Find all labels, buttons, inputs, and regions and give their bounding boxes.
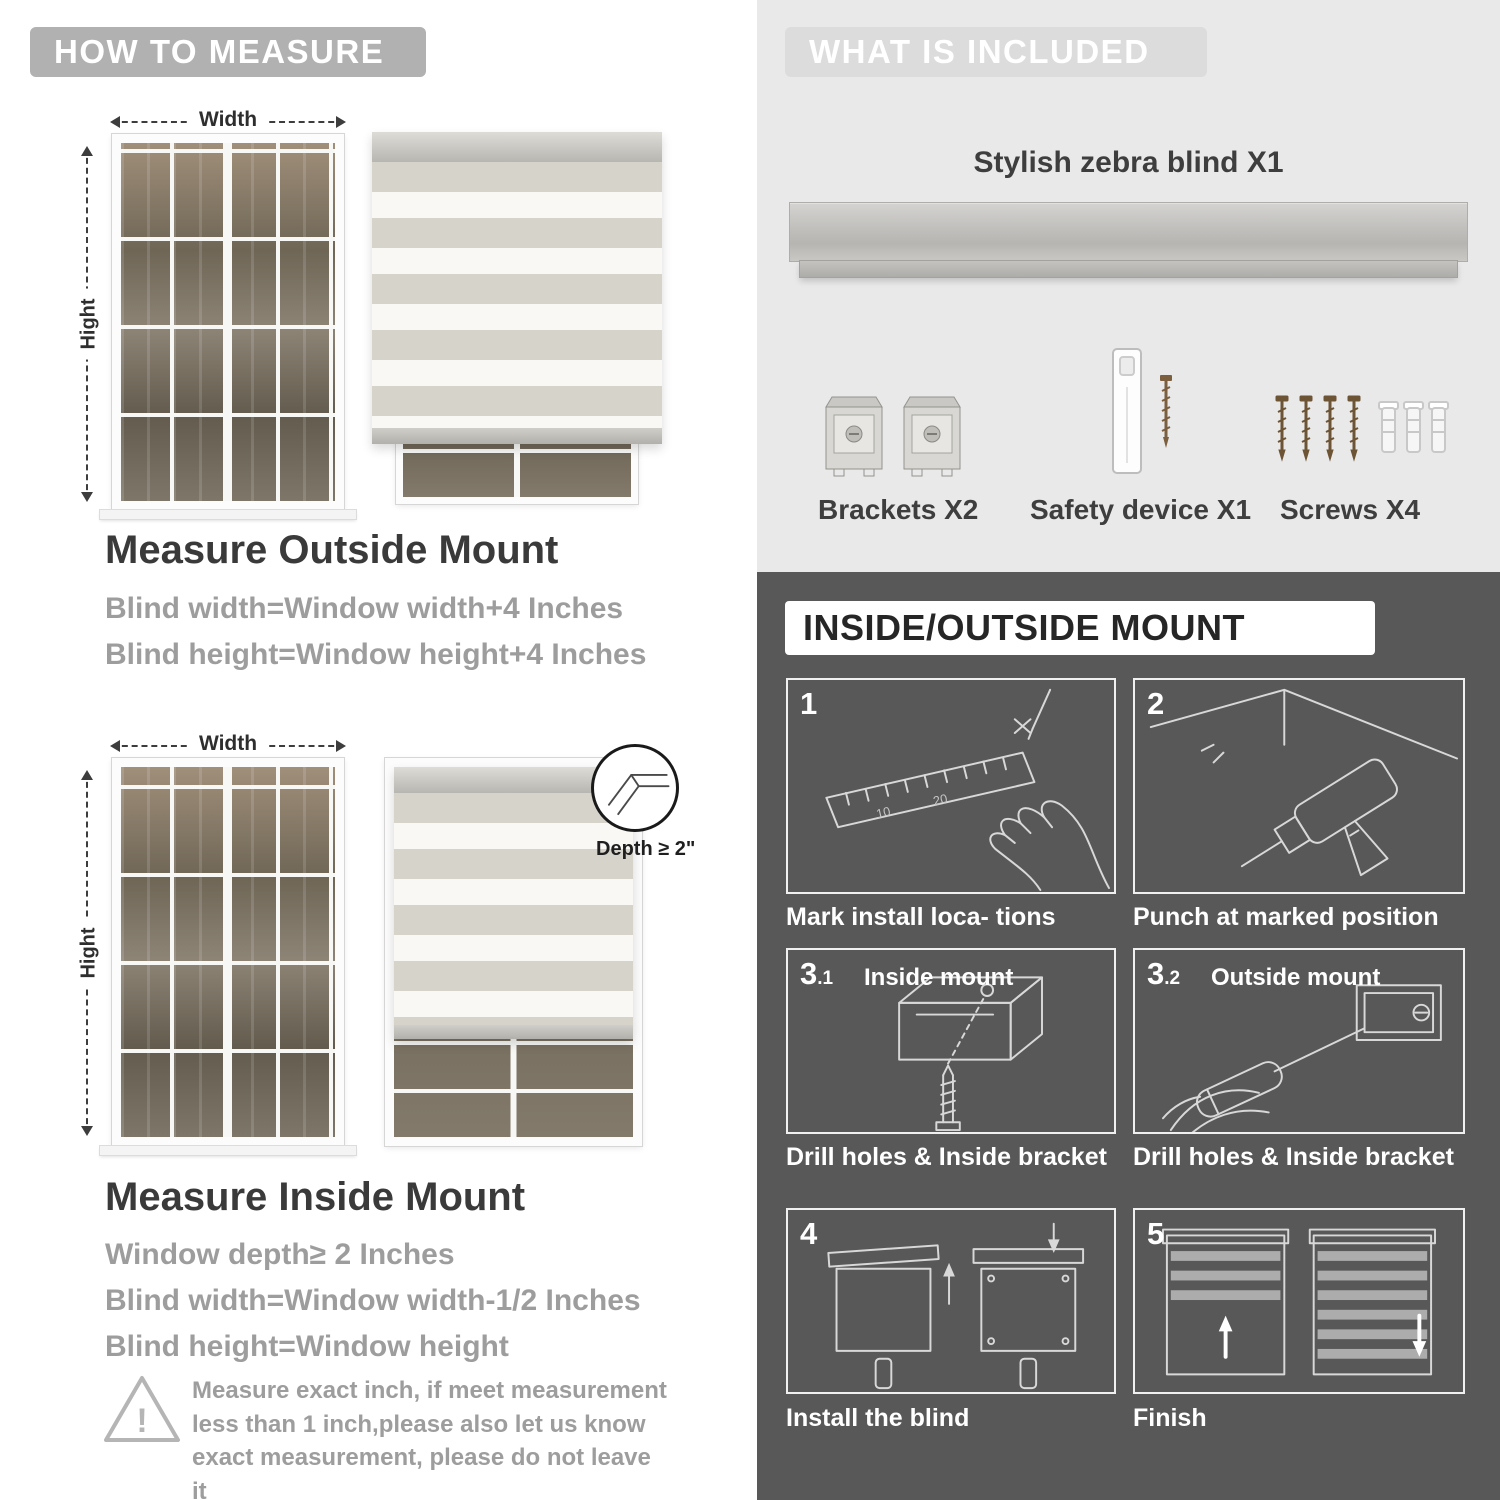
inside-mount-rule-depth: Window depth≥ 2 Inches (105, 1238, 455, 1271)
zebra-blind-illustration-inside (385, 758, 642, 1146)
window-illustration-outside (112, 134, 344, 510)
step-caption-2: Punch at marked position (1133, 903, 1439, 931)
step-panel-3-2: 3.2 Outside mount (1133, 948, 1465, 1134)
bracket-icon (825, 396, 961, 477)
zebra-blind-illustration-outside (372, 132, 662, 504)
zebra-blind-headrail-lip (800, 261, 1457, 277)
step-number: 5 (1147, 1216, 1165, 1251)
step-panel-4: 4 (786, 1208, 1116, 1394)
depth-magnifier-icon (591, 744, 679, 832)
inside-mount-rule-height: Blind height=Window height (105, 1330, 509, 1363)
what-is-included-banner: WHAT IS INCLUDED (785, 27, 1207, 77)
width-label-inside: Width (188, 732, 268, 756)
step-caption-4: Install the blind (786, 1404, 970, 1432)
blind-stripes (372, 162, 662, 428)
install-blind-illustration (827, 1222, 1085, 1390)
step-number: 2 (1147, 686, 1165, 721)
brackets-label: Brackets X2 (818, 494, 979, 525)
window-sill (100, 510, 356, 519)
step-number: 4 (800, 1216, 818, 1251)
step-panel-5: 5 (1133, 1208, 1465, 1394)
step-number: 1 (800, 686, 818, 721)
blind-product-label: Stylish zebra blind X1 (973, 146, 1284, 179)
window-glass (121, 767, 335, 1137)
finish-illustration (1162, 1228, 1436, 1376)
outside-mount-rule-width: Blind width=Window width+4 Inches (105, 592, 624, 625)
height-arrow-outside: Hight (77, 146, 101, 502)
step-caption-3-2: Drill holes & Inside bracket (1133, 1143, 1454, 1171)
step-number: 3.1 (800, 956, 834, 991)
inside-mount-rule-width: Blind width=Window width-1/2 Inches (105, 1284, 641, 1317)
included-section (757, 0, 1500, 572)
warning-triangle-icon: ! (104, 1376, 180, 1442)
mark-locations-illustration: 10 20 (825, 688, 1110, 892)
warning-exclamation: ! (136, 1402, 147, 1440)
zebra-blind-headrail (790, 203, 1467, 261)
step-caption-5: Finish (1133, 1404, 1207, 1432)
zebra-blind (394, 767, 633, 1039)
inside-mount-tag: Inside mount (864, 964, 1014, 991)
width-arrow-inside: Width (110, 732, 346, 756)
height-label-outside: Hight (77, 288, 101, 360)
window-illustration-inside (112, 758, 344, 1146)
outside-mount-rule-height: Blind height=Window height+4 Inches (105, 638, 647, 671)
screws-icon (1275, 395, 1449, 462)
blind-bottom-rail (394, 1025, 633, 1039)
inside-outside-mount-banner: INSIDE/OUTSIDE MOUNT (785, 601, 1375, 655)
step-caption-1: Mark install loca- tions (786, 903, 1056, 931)
blind-cassette (372, 132, 662, 162)
outside-bracket-illustration (1162, 984, 1442, 1132)
step-panel-3-1: 3.1 Inside mount (786, 948, 1116, 1134)
depth-label: Depth ≥ 2" (596, 838, 696, 860)
measure-note: Measure exact inch, if meet measurement … (192, 1377, 667, 1500)
inside-bracket-illustration (898, 976, 1043, 1132)
blind-stripes (394, 793, 633, 1025)
step-panel-2: 2 (1133, 678, 1465, 894)
safety-device-label: Safety device X1 (1030, 494, 1252, 525)
width-arrow-outside: Width (110, 108, 346, 132)
outside-mount-tag: Outside mount (1211, 964, 1381, 991)
window-glass (121, 143, 335, 501)
outside-mount-heading: Measure Outside Mount (105, 528, 559, 572)
drill-illustration (1149, 688, 1459, 877)
safety-device-icon (1112, 348, 1172, 474)
height-label-inside: Hight (77, 917, 101, 989)
svg-text:10: 10 (875, 804, 892, 822)
width-label-outside: Width (188, 108, 268, 132)
inside-mount-heading: Measure Inside Mount (105, 1175, 526, 1219)
zebra-blind (372, 132, 662, 444)
blind-bottom-rail (372, 428, 662, 444)
screws-label: Screws X4 (1280, 494, 1421, 525)
step-panel-1: 1 10 20 (786, 678, 1116, 894)
height-arrow-inside: Hight (77, 770, 101, 1136)
svg-text:20: 20 (932, 791, 949, 809)
step-caption-3-1: Drill holes & Inside bracket (786, 1143, 1107, 1171)
how-to-measure-banner: HOW TO MEASURE (30, 27, 426, 77)
step-number: 3.2 (1147, 956, 1181, 991)
window-sill (100, 1146, 356, 1155)
